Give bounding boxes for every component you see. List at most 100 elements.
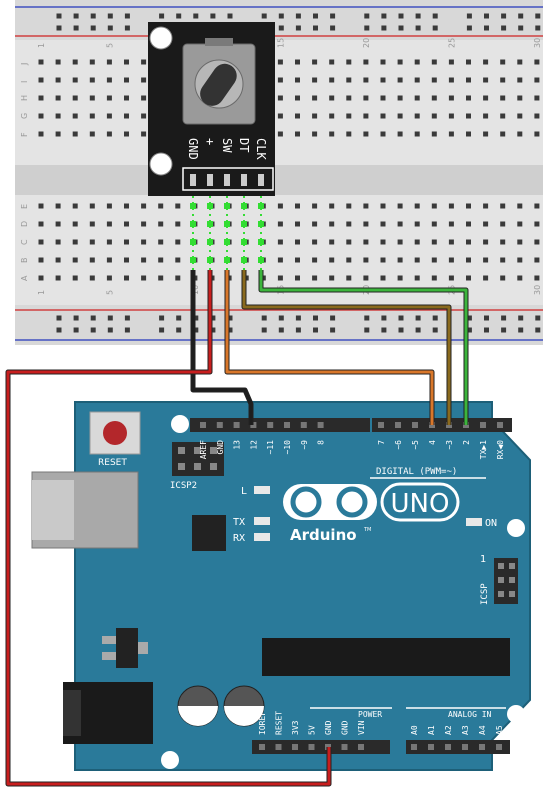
breadboard-hole — [414, 257, 420, 263]
breadboard-hole — [124, 13, 130, 19]
mounting-hole — [149, 152, 173, 176]
breadboard-hole — [330, 13, 336, 19]
breadboard-hole — [466, 131, 471, 137]
breadboard-hole — [124, 77, 129, 83]
breadboard-hole — [448, 239, 454, 245]
breadboard-hole — [500, 275, 506, 281]
row-letter: E — [20, 204, 29, 209]
breadboard-hole — [38, 239, 44, 245]
power-pin-label: VIN — [357, 720, 366, 735]
breadboard-hole — [466, 327, 472, 333]
breadboard-hole — [38, 221, 44, 227]
breadboard-hole — [483, 275, 489, 281]
breadboard-hole — [107, 13, 113, 19]
breadboard-hole — [517, 95, 523, 101]
uno-badge — [380, 482, 460, 522]
breadboard-hole — [312, 77, 318, 83]
breadboard-hole — [55, 77, 61, 83]
breadboard-hole — [90, 25, 96, 31]
breadboard-hole — [484, 13, 489, 19]
breadboard-hole — [397, 221, 403, 227]
breadboard-hole — [330, 327, 336, 333]
header-pin — [317, 422, 324, 428]
breadboard-hole — [518, 25, 524, 31]
breadboard-hole — [414, 95, 420, 101]
breadboard-hole — [56, 315, 62, 321]
breadboard-hole — [141, 77, 147, 83]
breadboard-hole — [107, 327, 113, 333]
arduino-pcb — [74, 401, 531, 771]
breadboard-hole — [277, 59, 283, 65]
breadboard-hole — [415, 327, 421, 333]
breadboard-hole — [124, 221, 129, 227]
breadboard-hole — [124, 59, 129, 65]
breadboard-hole — [535, 25, 541, 31]
encoder-pin-label: GND — [186, 138, 200, 160]
header-pin — [308, 744, 315, 750]
breadboard-hole — [517, 221, 523, 227]
header-pin — [341, 744, 348, 750]
breadboard-hole — [312, 113, 318, 119]
breadboard-hole — [72, 221, 78, 227]
digital-pin-label: 2 — [462, 440, 471, 445]
breadboard-hole — [295, 257, 300, 263]
breadboard-hole — [158, 257, 164, 263]
digital-label: DIGITAL (PWM=~) — [376, 467, 457, 477]
breadboard-hole — [175, 257, 181, 263]
breadboard-hole — [141, 95, 147, 101]
breadboard-hole — [261, 315, 267, 321]
header-pin — [480, 422, 486, 428]
breadboard-hole — [431, 113, 437, 119]
breadboard-hole — [89, 239, 95, 245]
digital-pin-label: 7 — [377, 440, 386, 445]
breadboard-hole — [501, 327, 507, 333]
digital-header-right — [372, 418, 512, 432]
breadboard-hole — [176, 13, 182, 19]
breadboard-hole — [90, 327, 96, 333]
reset-label: RESET — [98, 458, 127, 468]
breadboard-hole — [295, 315, 301, 321]
digital-pin-label: ~5 — [411, 440, 420, 450]
breadboard-hole — [466, 203, 471, 209]
breadboard-hole — [72, 77, 78, 83]
breadboard-hole — [431, 77, 437, 83]
breadboard-hole — [277, 221, 283, 227]
tx-led-label: TX — [233, 517, 245, 528]
breadboard-hole — [106, 275, 112, 281]
breadboard-hole — [483, 77, 489, 83]
breadboard-hole — [432, 327, 438, 333]
breadboard-hole — [397, 203, 403, 209]
breadboard-hole — [329, 275, 335, 281]
header-pin — [498, 577, 504, 583]
breadboard-hole — [431, 221, 437, 227]
column-number: 15 — [276, 38, 285, 48]
breadboard-hole — [380, 203, 386, 209]
breadboard-hole — [56, 13, 62, 19]
breadboard-hole — [329, 95, 335, 101]
breadboard-hole — [414, 203, 420, 209]
breadboard-hole — [278, 13, 284, 19]
breadboard-hole — [518, 327, 524, 333]
breadboard-hole — [89, 95, 95, 101]
breadboard-hole — [38, 203, 44, 209]
column-number: 20 — [362, 38, 371, 48]
breadboard-hole — [193, 315, 199, 321]
on-led-label: ON — [485, 518, 497, 529]
header-pin — [194, 463, 201, 470]
breadboard-hole — [329, 221, 335, 227]
breadboard-hole — [363, 131, 369, 137]
breadboard-hole — [415, 315, 421, 321]
breadboard-hole — [364, 327, 370, 333]
encoder-pin — [207, 174, 213, 186]
breadboard-hole — [329, 239, 335, 245]
breadboard-hole — [534, 203, 540, 209]
breadboard-hole — [483, 239, 489, 245]
header-pin — [378, 422, 384, 428]
breadboard-hole — [500, 59, 506, 65]
header-pin — [200, 422, 206, 428]
breadboard-hole — [466, 59, 471, 65]
breadboard-hole — [38, 131, 44, 137]
breadboard-hole — [227, 315, 233, 321]
reset-button-cap[interactable] — [103, 421, 127, 445]
breadboard-hole — [141, 59, 147, 65]
